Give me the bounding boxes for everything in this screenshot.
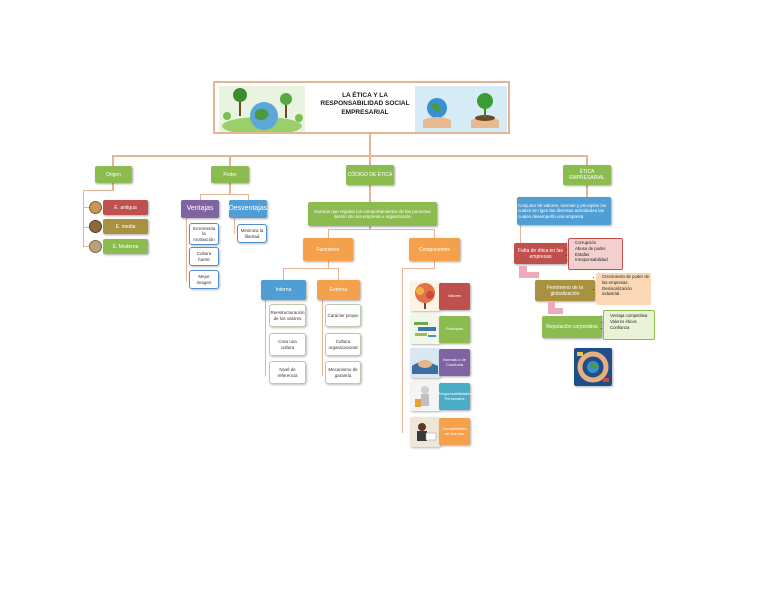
- falta-etica-list: Corrupción Abuso de poder. Estafas Irres…: [568, 238, 623, 270]
- title-line-3: EMPRESARIAL: [341, 108, 389, 116]
- etica-definicion: Conjunto de valores, normas y principios…: [517, 197, 611, 225]
- componente-item[interactable]: Valores: [439, 283, 470, 310]
- origen-item[interactable]: E. antigua: [103, 200, 148, 215]
- origen-icon-1: [89, 201, 102, 214]
- externa-item: Carácter propio: [325, 304, 361, 327]
- falta-item: Estafas: [575, 252, 622, 258]
- people-illustration: [410, 381, 440, 411]
- ventajas-node[interactable]: Ventajas: [181, 200, 219, 218]
- componente-item[interactable]: Normas o de Conducta: [439, 349, 470, 376]
- externa-item: Mecanismo de garantía: [325, 361, 361, 384]
- externa-node[interactable]: Externa: [317, 280, 360, 300]
- origen-icon-2: [89, 220, 102, 233]
- interna-item: Reestructuración de los valores: [269, 304, 306, 327]
- reputacion-item: Valores éticos: [610, 319, 654, 325]
- tree-illustration: [410, 281, 440, 311]
- falta-item: Abuso de poder.: [575, 246, 622, 252]
- ventajas-item: Mejor imagen: [189, 270, 219, 289]
- word-cloud-illustration: [410, 314, 440, 344]
- person-reading-illustration: [410, 417, 440, 447]
- falta-item: Corrupción: [575, 240, 622, 246]
- funciones-node[interactable]: Funciones: [303, 238, 353, 261]
- origen-icon-3: [89, 240, 102, 253]
- hands-plant-illustration: [415, 86, 507, 132]
- componente-item[interactable]: Cumplimiento de Normas: [439, 418, 470, 445]
- handshake-illustration: [410, 348, 440, 378]
- title-box: LA ÉTICA Y LA RESPONSABILIDAD SOCIAL EMP…: [213, 81, 510, 134]
- globalizacion-item: Deslocalización industrial.: [602, 286, 651, 298]
- map-title: LA ÉTICA Y LA RESPONSABILIDAD SOCIAL EMP…: [310, 92, 420, 117]
- reputacion-list: Ventaja competitiva Valores éticos Confi…: [603, 310, 655, 340]
- ventajas-item: Incrementa la motivación: [189, 223, 219, 245]
- componente-item[interactable]: Responsabilidades Personales: [438, 383, 471, 410]
- hands-circle-illustration: [574, 348, 612, 386]
- title-line-1: LA ÉTICA Y LA: [342, 92, 388, 99]
- reputacion-node[interactable]: Reputación corporativa: [542, 316, 602, 338]
- externa-item: Cultura organizacional: [325, 333, 361, 356]
- title-line-2: RESPONSABILIDAD SOCIAL: [320, 100, 410, 108]
- reputacion-item: Ventaja competitiva: [610, 313, 654, 319]
- branch-origen[interactable]: Origen: [95, 166, 132, 183]
- falta-item: Irresponsabilidad: [575, 257, 622, 263]
- origen-item[interactable]: E. media: [103, 219, 148, 234]
- codigo-definicion: Normas que regulan los comportamientos d…: [308, 202, 437, 226]
- falta-etica-node[interactable]: Falta de ética en las empresas: [514, 243, 567, 264]
- earth-tree-illustration: [219, 86, 305, 132]
- componentes-node[interactable]: Componentes: [409, 238, 460, 261]
- interna-node[interactable]: Interna: [261, 280, 306, 300]
- branch-poder[interactable]: Poder: [211, 166, 249, 183]
- arrow-connector: [519, 272, 539, 278]
- globalizacion-list: Crecimiento de poder de las empresas. De…: [596, 273, 651, 305]
- branch-codigo-etica[interactable]: CÓDIGO DE ÉTICA: [346, 165, 394, 185]
- ventajas-item: Cultura fuerte: [189, 247, 219, 266]
- interna-item: Nivel de referencia: [269, 361, 306, 384]
- branch-etica-empresarial[interactable]: ÉTICA EMPRESARIAL: [563, 165, 611, 185]
- interna-item: Crea una cultura: [269, 333, 306, 356]
- desventajas-node[interactable]: Desventajas: [229, 200, 267, 218]
- globalizacion-node[interactable]: Fenómeno de la globalización: [535, 280, 595, 301]
- origen-item[interactable]: E. Moderna: [103, 239, 148, 254]
- desventajas-item: Minimiza la libertad: [237, 224, 267, 243]
- arrow-connector: [548, 308, 563, 314]
- reputacion-item: Confianza: [610, 325, 654, 331]
- globalizacion-item: Crecimiento de poder de las empresas.: [602, 274, 651, 286]
- componente-item[interactable]: Principios: [439, 316, 470, 343]
